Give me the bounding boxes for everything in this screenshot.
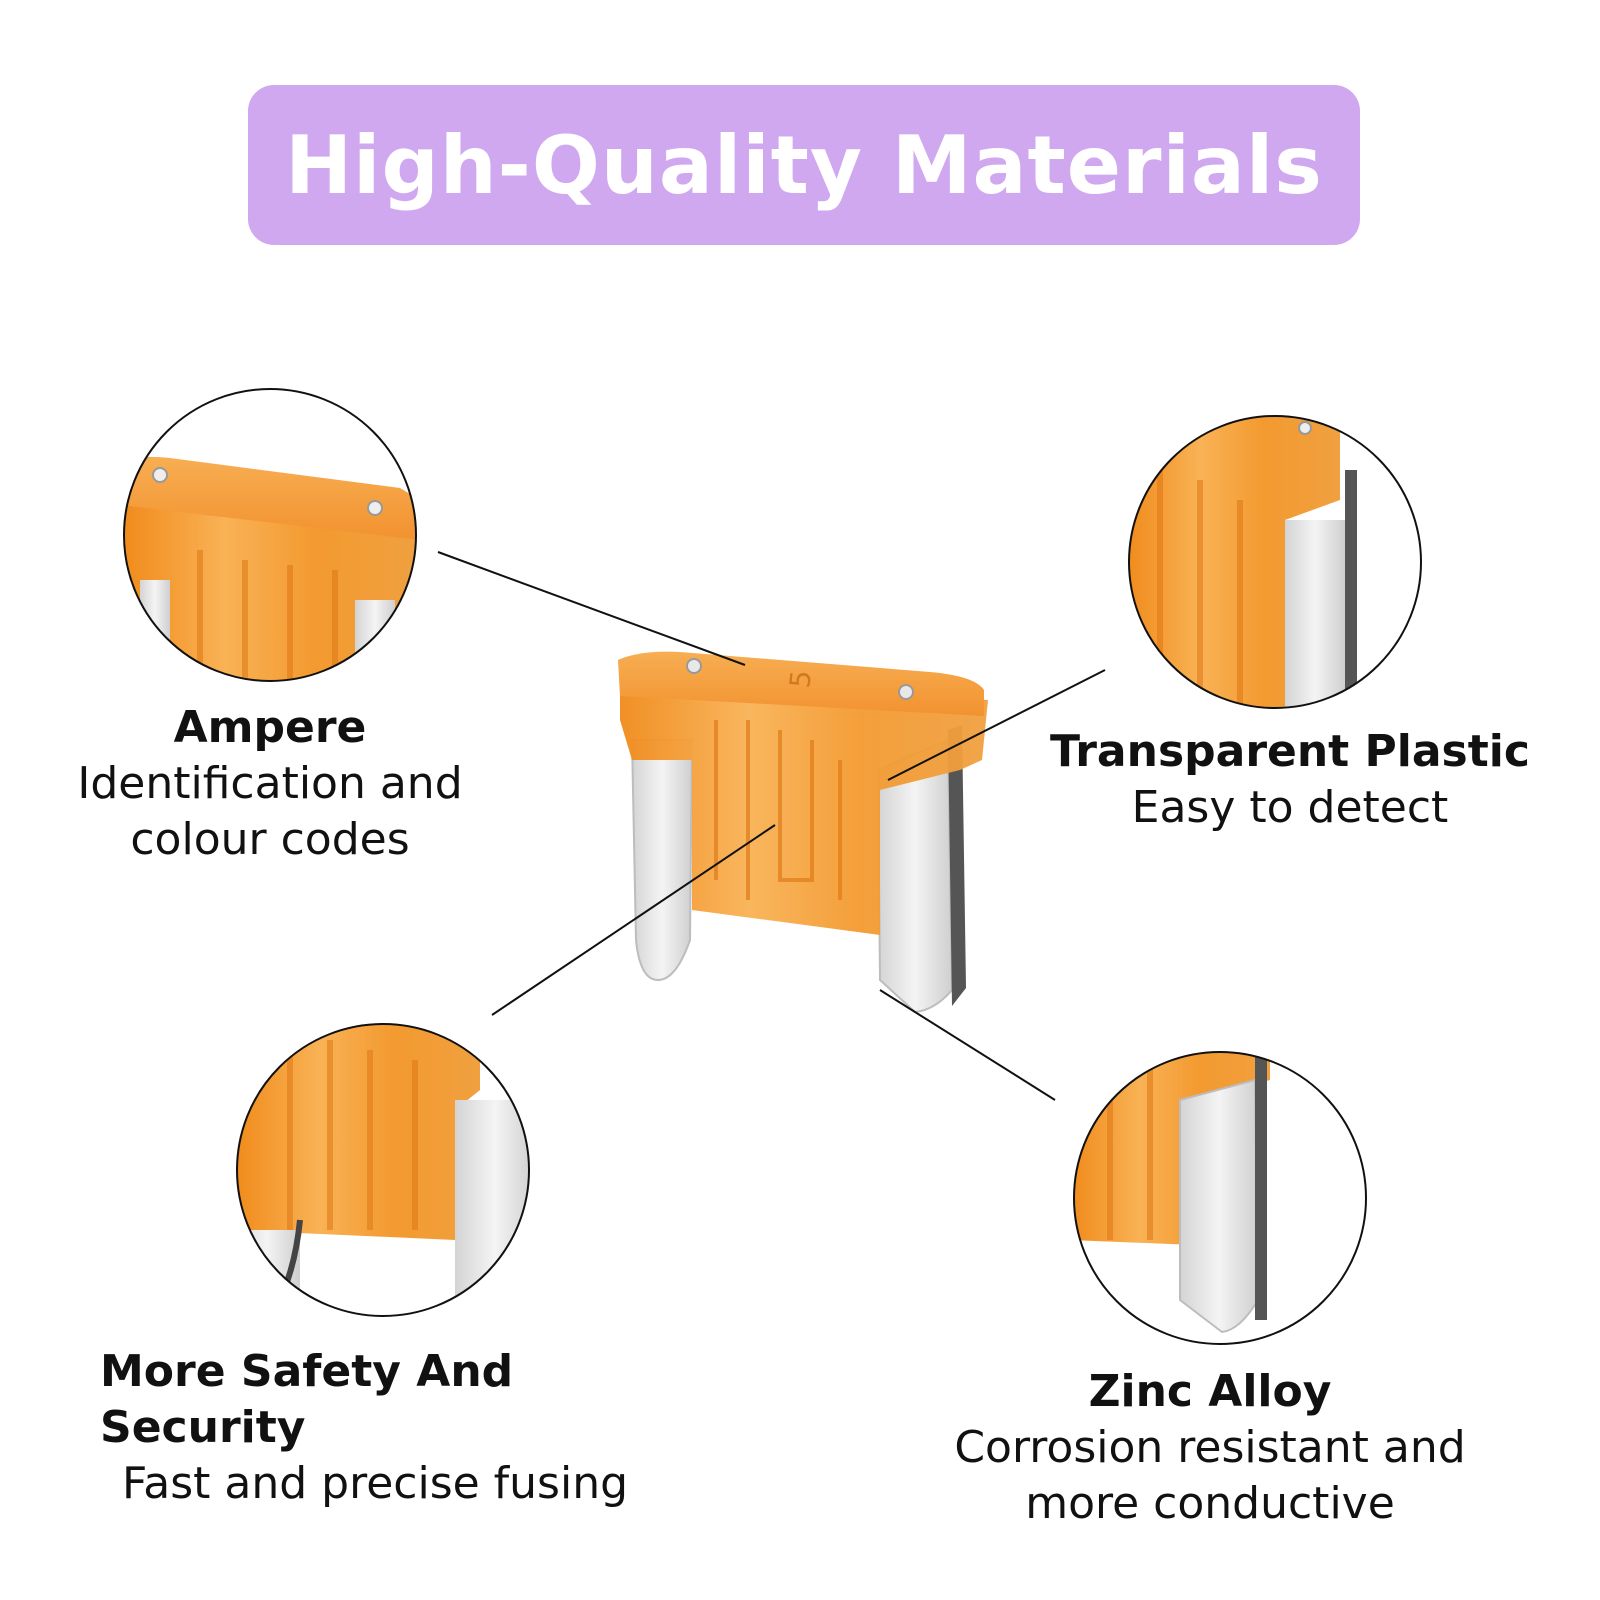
fuse-rivet-left [686,658,702,674]
page-title: High-Quality Materials [285,118,1323,212]
feature-zinc-desc-line2: more conductive [1025,1478,1395,1529]
fuse-blade-edge [948,725,966,1006]
zoom-circle-plastic [1128,415,1422,709]
callout-line-plastic [887,669,1106,781]
feature-safety-title: More Safety And Security [100,1346,514,1453]
feature-zinc-desc-line1: Corrosion resistant and [954,1422,1466,1473]
zoom-circle-safety [236,1023,530,1317]
zoom-circle-ampere [123,388,417,682]
feature-ampere-desc-line1: Identification and [77,758,463,809]
feature-transparent-plastic: Transparent Plastic Easy to detect [1040,724,1540,836]
feature-plastic-title: Transparent Plastic [1050,726,1530,777]
feature-ampere: Ampere Identification and colour codes [60,700,480,868]
fuse-rating-mark: 5 [783,669,818,690]
fuse-rivet-right [898,684,914,700]
callout-line-safety [491,824,776,1016]
title-banner: High-Quality Materials [248,85,1360,245]
fuse-top-cap [618,651,984,716]
fuse-main-illustration: 5 [618,651,988,1014]
feature-zinc-title: Zinc Alloy [1088,1366,1332,1417]
feature-safety: More Safety And Security Fast and precis… [100,1344,720,1512]
zoom-circle-zinc [1073,1051,1367,1345]
callout-lines [437,551,1106,1101]
feature-safety-desc-line1: Fast and precise fusing [122,1458,629,1509]
feature-ampere-desc-line2: colour codes [130,814,410,865]
fuse-left-blade [630,739,694,982]
callout-line-ampere [437,551,746,666]
feature-ampere-title: Ampere [173,702,367,753]
fuse-body [620,680,988,935]
feature-plastic-desc-line1: Easy to detect [1131,782,1449,833]
callout-line-zinc [879,989,1056,1101]
feature-zinc-alloy: Zinc Alloy Corrosion resistant and more … [940,1364,1480,1532]
